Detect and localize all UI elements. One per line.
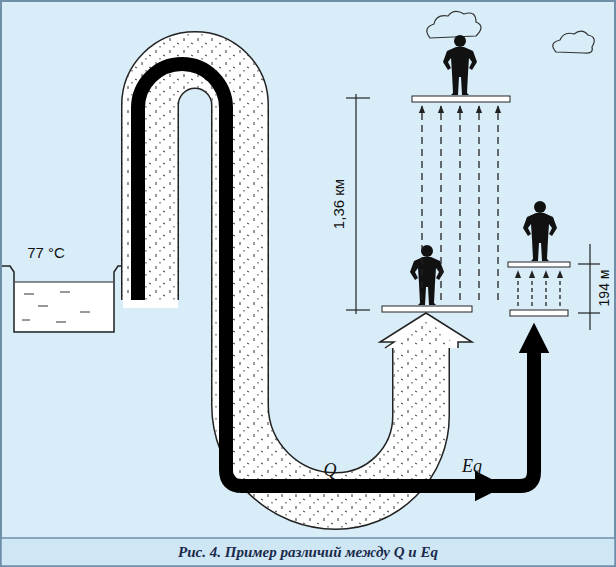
temperature-label: 77 °C bbox=[27, 245, 65, 260]
cloud bbox=[553, 31, 594, 53]
water bbox=[15, 282, 113, 331]
lift-arrows bbox=[422, 106, 560, 306]
caption-bar bbox=[1, 538, 615, 566]
plate bbox=[382, 306, 472, 312]
dimension-line bbox=[346, 94, 600, 330]
plate bbox=[508, 262, 570, 267]
flow-label: Q bbox=[324, 461, 337, 479]
tank bbox=[2, 266, 128, 332]
heat-flow-band bbox=[123, 60, 472, 501]
dimension-label: 1,36 км bbox=[331, 179, 346, 229]
flow-label: Eq bbox=[462, 457, 482, 475]
figure-caption: Рис. 4. Пример различий между Q и Eq bbox=[0, 540, 616, 564]
plate bbox=[412, 96, 510, 102]
exergy-flow bbox=[138, 64, 534, 486]
cloud bbox=[427, 11, 481, 38]
plate bbox=[510, 310, 568, 316]
dimension-label: 194 м bbox=[597, 270, 611, 307]
